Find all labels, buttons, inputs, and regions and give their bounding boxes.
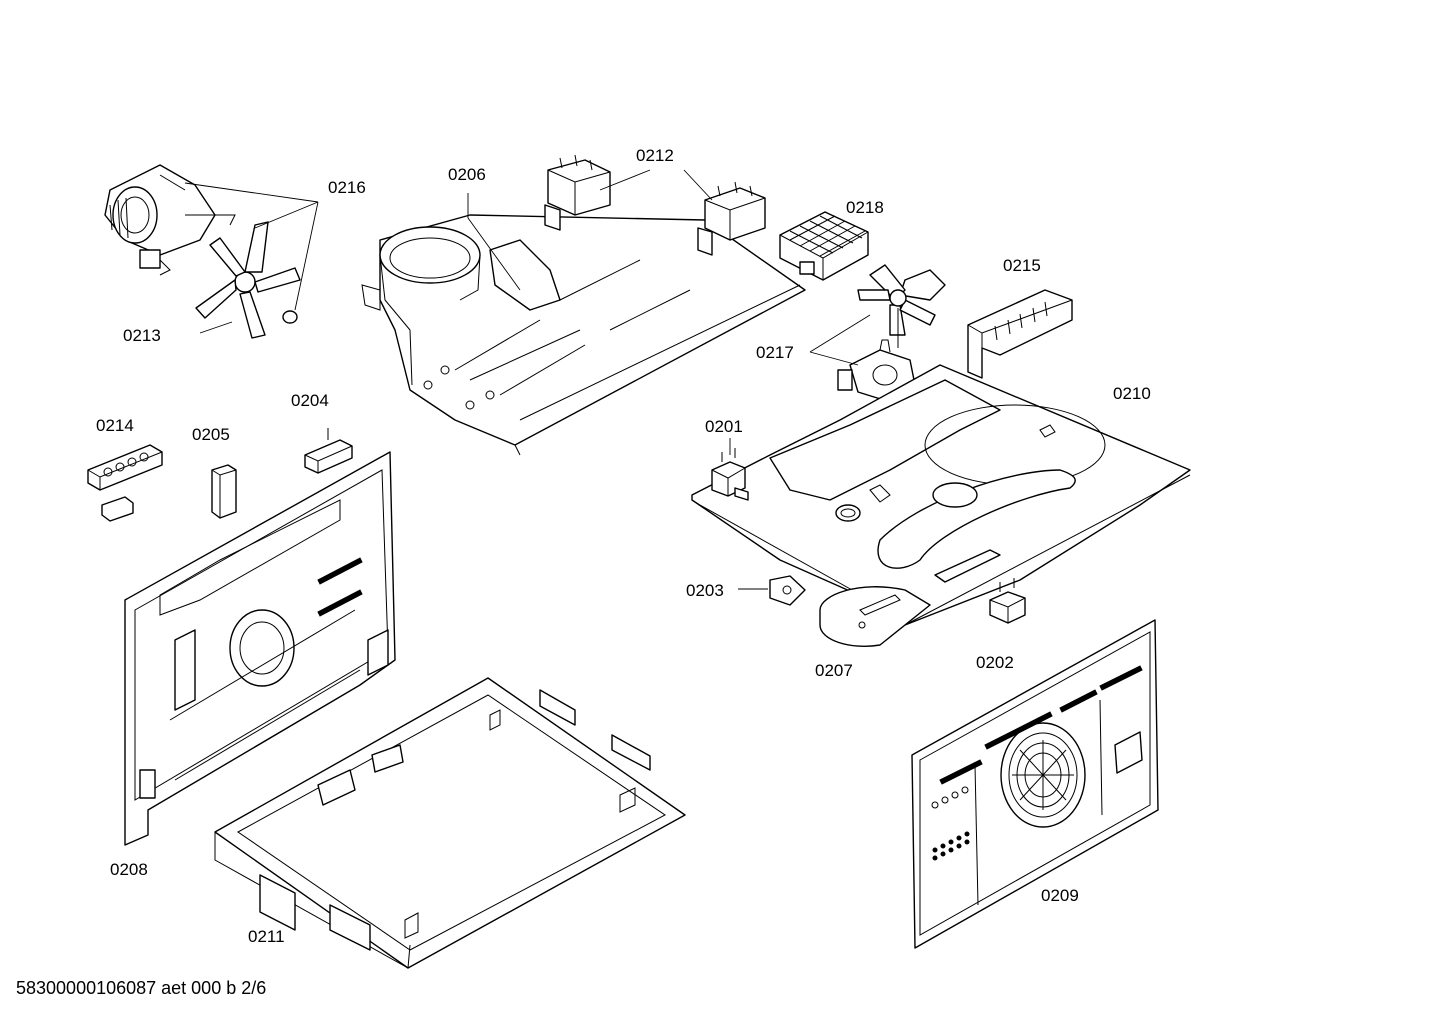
part-0210-base-plate[interactable] [691, 364, 1191, 626]
label-0207: 0207 [815, 661, 853, 680]
label-0203: 0203 [686, 581, 724, 600]
label-0209: 0209 [1041, 886, 1079, 905]
part-0202-thermostat[interactable] [989, 578, 1026, 624]
document-footer-code: 58300000106087 aet 000 b 2/6 [16, 978, 267, 998]
part-0216-fan-motor[interactable] [104, 164, 236, 276]
label-0202: 0202 [976, 653, 1014, 672]
label-0211: 0211 [248, 927, 285, 946]
label-0214: 0214 [96, 416, 134, 435]
label-0218: 0218 [846, 198, 884, 217]
label-0217: 0217 [756, 343, 794, 362]
part-0215-terminal-block[interactable] [967, 289, 1073, 379]
label-0206: 0206 [448, 165, 486, 184]
part-0206-air-duct-plate[interactable] [361, 214, 806, 456]
label-0208: 0208 [110, 860, 148, 879]
label-0210: 0210 [1113, 384, 1151, 403]
label-0204: 0204 [291, 391, 329, 410]
part-0203-mounting-clip[interactable] [769, 575, 806, 606]
label-0216: 0216 [328, 178, 366, 197]
part-0208-side-panel[interactable] [124, 451, 396, 846]
label-0213: 0213 [123, 326, 161, 345]
part-0218-grille[interactable] [779, 211, 869, 281]
part-0212-transformer-right[interactable] [697, 181, 766, 256]
label-0215: 0215 [1003, 256, 1041, 275]
label-0205: 0205 [192, 425, 230, 444]
part-0213-fan-blade[interactable] [195, 221, 301, 339]
part-0201-thermostat[interactable] [711, 448, 749, 501]
part-0214-terminal-strip[interactable] [87, 444, 163, 522]
label-0201: 0201 [705, 417, 743, 436]
part-0204-connector[interactable] [304, 428, 353, 474]
part-0211-bottom-tray[interactable] [214, 677, 686, 969]
part-0205-bracket[interactable] [211, 464, 237, 519]
part-0207-heater-bracket[interactable] [819, 586, 931, 647]
part-0209-rear-panel[interactable] [911, 619, 1159, 949]
label-0212: 0212 [636, 146, 674, 165]
part-0212-transformer-left[interactable] [544, 154, 611, 231]
